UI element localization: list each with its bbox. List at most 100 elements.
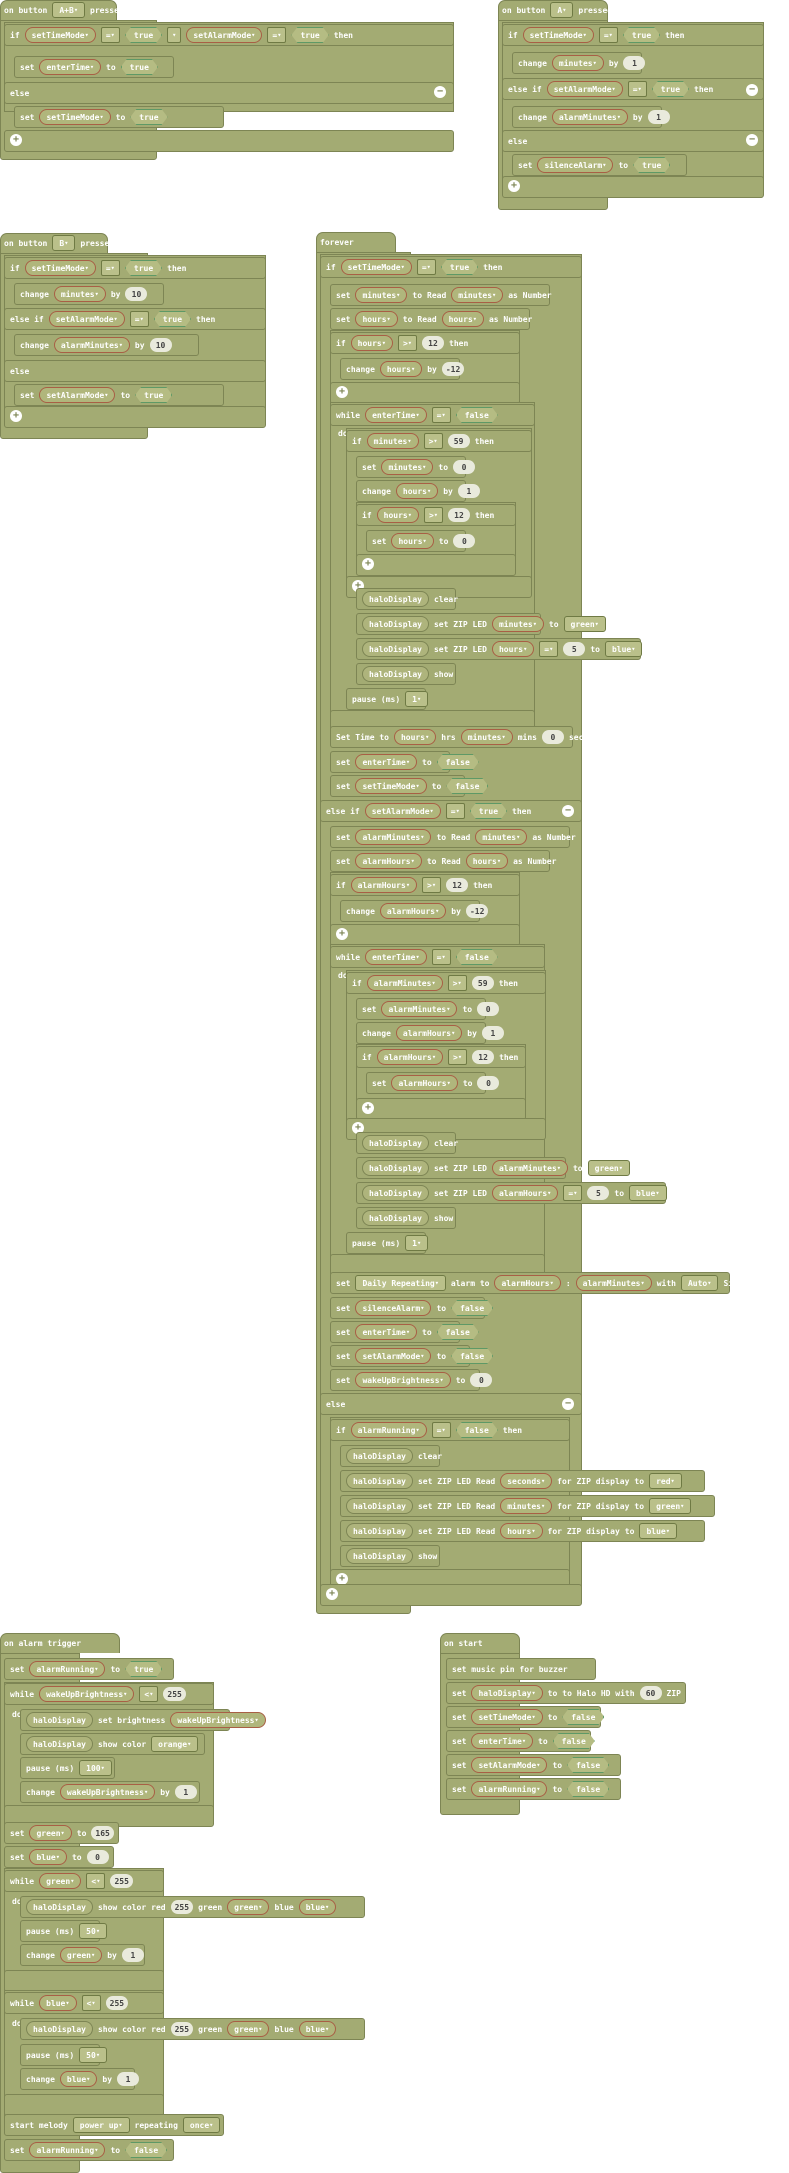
boolean-block[interactable]: false bbox=[456, 1422, 498, 1438]
variable-dropdown[interactable]: green bbox=[227, 2021, 270, 2037]
halo-display-dropdown[interactable]: haloDisplay bbox=[362, 591, 429, 607]
boolean-block[interactable]: true bbox=[633, 157, 670, 173]
add-branch-icon[interactable]: + bbox=[10, 134, 22, 146]
number-input[interactable]: 255 bbox=[163, 1687, 186, 1701]
operator-dropdown[interactable]: = bbox=[100, 260, 120, 276]
variable-dropdown[interactable]: setTimeMode bbox=[340, 259, 412, 275]
variable-dropdown[interactable]: setAlarmMode bbox=[471, 1757, 548, 1773]
remove-branch-icon[interactable]: − bbox=[562, 1398, 574, 1410]
number-input[interactable]: 0 bbox=[453, 460, 476, 474]
boolean-block[interactable]: false bbox=[437, 754, 479, 770]
remove-branch-icon[interactable]: − bbox=[562, 805, 574, 817]
variable-dropdown[interactable]: alarmRunning bbox=[29, 2142, 106, 2158]
boolean-block[interactable]: true bbox=[130, 109, 167, 125]
event-forever[interactable] bbox=[316, 232, 396, 252]
boolean-block[interactable]: true bbox=[125, 260, 162, 276]
operator-dropdown[interactable]: = bbox=[100, 27, 120, 43]
variable-dropdown[interactable]: hours bbox=[395, 483, 439, 499]
variable-dropdown[interactable]: hours bbox=[500, 1523, 543, 1539]
while-end-row[interactable] bbox=[4, 1970, 164, 1992]
else-row[interactable] bbox=[4, 360, 266, 382]
variable-dropdown[interactable]: alarmMinutes bbox=[355, 829, 432, 845]
boolean-block[interactable]: true bbox=[121, 59, 158, 75]
number-input[interactable]: 0 bbox=[86, 1850, 109, 1864]
number-input[interactable]: 5 bbox=[587, 1186, 610, 1200]
operator-dropdown[interactable]: = bbox=[445, 803, 465, 819]
operator-dropdown[interactable]: > bbox=[397, 335, 417, 351]
else-row[interactable] bbox=[320, 1393, 582, 1415]
remove-branch-icon[interactable]: − bbox=[746, 84, 758, 96]
variable-dropdown[interactable]: enterTime bbox=[355, 1324, 418, 1340]
if-end-row[interactable] bbox=[502, 176, 764, 198]
number-input[interactable]: 12 bbox=[472, 1050, 495, 1064]
field-dropdown[interactable]: 1 bbox=[405, 691, 429, 707]
variable-dropdown[interactable]: setTimeMode bbox=[471, 1709, 543, 1725]
number-input[interactable]: 0 bbox=[453, 534, 476, 548]
operator-dropdown[interactable]: = bbox=[416, 259, 436, 275]
operator-dropdown[interactable]: = bbox=[431, 407, 451, 423]
halo-display-dropdown[interactable]: haloDisplay bbox=[362, 666, 429, 682]
variable-dropdown[interactable]: alarmHours bbox=[494, 1275, 561, 1291]
field-dropdown[interactable]: A bbox=[550, 2, 574, 18]
add-branch-icon[interactable]: + bbox=[362, 1102, 374, 1114]
operator-dropdown[interactable]: = bbox=[267, 27, 287, 43]
number-input[interactable]: 1 bbox=[481, 1026, 504, 1040]
variable-dropdown[interactable]: wakeUpBrightness bbox=[39, 1686, 135, 1702]
remove-branch-icon[interactable]: − bbox=[746, 134, 758, 146]
halo-display-dropdown[interactable]: haloDisplay bbox=[346, 1448, 413, 1464]
variable-dropdown[interactable]: blue bbox=[29, 1849, 67, 1865]
variable-dropdown[interactable]: wakeUpBrightness bbox=[355, 1372, 451, 1388]
variable-dropdown[interactable]: hours bbox=[393, 729, 437, 745]
boolean-block[interactable]: false bbox=[446, 778, 488, 794]
operator-dropdown[interactable]: = bbox=[539, 641, 559, 657]
variable-dropdown[interactable]: enterTime bbox=[365, 407, 427, 423]
halo-display-dropdown[interactable]: haloDisplay bbox=[26, 1712, 93, 1728]
number-input[interactable]: 0 bbox=[470, 1373, 493, 1387]
variable-dropdown[interactable]: minutes bbox=[500, 1498, 553, 1514]
operator-dropdown[interactable]: > bbox=[423, 507, 443, 523]
add-branch-icon[interactable]: + bbox=[10, 410, 22, 422]
if-end-row[interactable] bbox=[356, 1098, 526, 1120]
boolean-block[interactable]: true bbox=[154, 311, 191, 327]
number-input[interactable]: 0 bbox=[477, 1002, 500, 1016]
variable-dropdown[interactable]: minutes bbox=[366, 433, 419, 449]
halo-display-dropdown[interactable]: haloDisplay bbox=[362, 616, 429, 632]
variable-dropdown[interactable]: alarmRunning bbox=[29, 1661, 106, 1677]
variable-dropdown[interactable]: hours bbox=[350, 335, 393, 351]
variable-dropdown[interactable]: alarmMinutes bbox=[575, 1275, 652, 1291]
if-end-row[interactable] bbox=[330, 382, 520, 404]
variable-dropdown[interactable]: hours bbox=[491, 641, 535, 657]
number-input[interactable]: 1 bbox=[121, 1948, 144, 1962]
halo-display-dropdown[interactable]: haloDisplay bbox=[362, 1135, 429, 1151]
if-end-row[interactable] bbox=[4, 130, 454, 152]
operator-dropdown[interactable]: < bbox=[86, 1873, 106, 1889]
variable-dropdown[interactable]: alarmHours bbox=[355, 853, 422, 869]
variable-dropdown[interactable]: alarmRunning bbox=[471, 1781, 548, 1797]
variable-dropdown[interactable]: setAlarmMode bbox=[186, 27, 263, 43]
operator-dropdown[interactable]: < bbox=[139, 1686, 159, 1702]
number-input[interactable]: 165 bbox=[91, 1826, 114, 1840]
variable-dropdown[interactable]: hours bbox=[465, 853, 509, 869]
number-input[interactable]: 12 bbox=[446, 878, 469, 892]
event-on-alarm-trigger[interactable] bbox=[0, 1633, 120, 1653]
operator-dropdown[interactable]: = bbox=[627, 81, 647, 97]
number-input[interactable]: 10 bbox=[149, 338, 172, 352]
field-dropdown[interactable]: Auto bbox=[680, 1275, 719, 1291]
variable-dropdown[interactable]: setAlarmMode bbox=[355, 1348, 432, 1364]
variable-dropdown[interactable]: alarmMinutes bbox=[491, 1160, 568, 1176]
number-input[interactable]: -12 bbox=[441, 362, 465, 376]
variable-dropdown[interactable]: alarmHours bbox=[491, 1185, 559, 1201]
halo-display-dropdown[interactable]: haloDisplay bbox=[362, 1210, 429, 1226]
field-dropdown[interactable]: A+B bbox=[52, 2, 86, 18]
field-dropdown[interactable]: blue bbox=[604, 641, 643, 657]
variable-dropdown[interactable]: minutes bbox=[355, 287, 408, 303]
variable-dropdown[interactable]: hours bbox=[379, 361, 423, 377]
variable-dropdown[interactable]: minutes bbox=[53, 286, 106, 302]
variable-dropdown[interactable]: green bbox=[59, 1947, 103, 1963]
variable-dropdown[interactable]: wakeUpBrightness bbox=[59, 1784, 156, 1800]
field-dropdown[interactable]: 100 bbox=[79, 1760, 112, 1776]
variable-dropdown[interactable]: setTimeMode bbox=[24, 27, 96, 43]
event-on-start[interactable] bbox=[440, 1633, 520, 1653]
variable-dropdown[interactable]: blue bbox=[298, 2021, 337, 2037]
field-dropdown[interactable]: 50 bbox=[79, 2047, 108, 2063]
